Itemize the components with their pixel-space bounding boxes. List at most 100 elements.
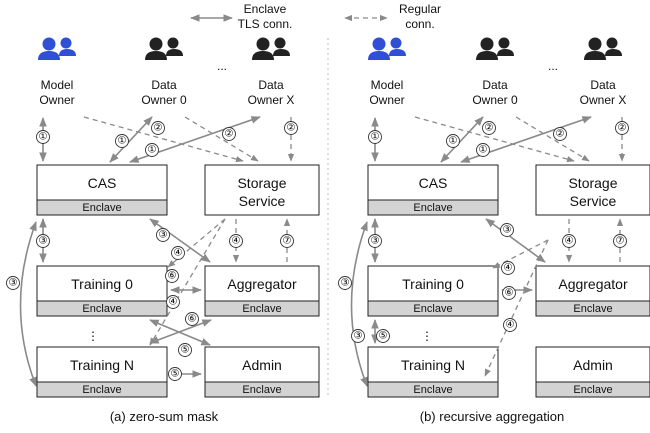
data-owner-0-icon <box>145 37 183 60</box>
step-label: ① <box>148 145 157 156</box>
step-label: ④ <box>506 320 515 331</box>
admin-box: Admin Enclave <box>535 346 650 398</box>
step-label: ③ <box>39 236 48 247</box>
owners-ellipsis: ... <box>548 59 558 73</box>
arrow-storage-training-n <box>149 218 226 346</box>
data-owner-0-label-1: Data <box>151 78 177 92</box>
step-label: ③ <box>371 236 380 247</box>
panel-recursive-aggregation: ... Model Owner Data Owner 0 Data Owner … <box>338 37 650 424</box>
step-label: ① <box>39 132 48 143</box>
owners-ellipsis: ... <box>217 59 227 73</box>
data-owner-x-label-1: Data <box>258 78 284 92</box>
storage-service-box: Storage Service <box>535 164 650 216</box>
aggregator-box: Aggregator Enclave <box>535 265 650 317</box>
admin-enclave-label: Enclave <box>242 384 281 396</box>
step-label: ⑤ <box>379 331 388 342</box>
model-owner-label-1: Model <box>41 78 74 92</box>
step-label: ① <box>479 145 488 156</box>
storage-label-1: Storage <box>568 175 617 191</box>
arrow-storage-training-n <box>484 239 549 377</box>
arrow-storage-training-0 <box>492 239 549 269</box>
training-0-label: Training 0 <box>402 276 464 292</box>
panel-b-caption: (b) recursive aggregation <box>420 409 565 424</box>
admin-label: Admin <box>573 357 613 373</box>
aggregator-label: Aggregator <box>558 276 628 292</box>
step-label: ② <box>225 129 234 140</box>
training-n-box: Training N Enclave <box>36 346 168 398</box>
panel-a-caption: (a) zero-sum mask <box>110 409 219 424</box>
cas-enclave-label: Enclave <box>82 202 121 214</box>
arrow-cas-training-n <box>19 221 37 387</box>
step-label: ④ <box>232 236 241 247</box>
step-label: ① <box>449 136 458 147</box>
cas-enclave-label: Enclave <box>413 202 452 214</box>
trainings-vertical-ellipsis: ⋮ <box>87 329 99 343</box>
step-label: ③ <box>341 278 350 289</box>
step-label: ③ <box>9 278 18 289</box>
aggregator-enclave-label: Enclave <box>573 303 612 315</box>
panel-zero-sum-mask: ... Model Owner Data Owner 0 Data Owner … <box>6 37 320 424</box>
step-label: ② <box>287 123 296 134</box>
training-0-box: Training 0 Enclave <box>367 265 499 317</box>
model-owner-label-1: Model <box>371 78 404 92</box>
step-label: ⑥ <box>168 271 177 282</box>
storage-label-2: Service <box>239 193 286 209</box>
aggregator-label: Aggregator <box>227 276 297 292</box>
data-owner-x-label-2: Owner X <box>248 93 295 107</box>
storage-service-box: Storage Service <box>204 164 320 216</box>
step-label: ① <box>118 136 127 147</box>
legend-regular-label-1: Regular <box>399 2 441 16</box>
step-label: ④ <box>174 248 183 259</box>
step-label: ② <box>154 123 163 134</box>
step-label: ① <box>371 132 380 143</box>
cas-box: CAS Enclave <box>367 164 499 216</box>
storage-label-1: Storage <box>237 175 286 191</box>
data-owner-x-icon <box>252 37 290 60</box>
connection-arrows <box>19 116 295 387</box>
legend-tls-label-2: TLS conn. <box>238 17 293 31</box>
step-label: ③ <box>354 331 363 342</box>
connection-arrows <box>350 116 626 387</box>
storage-label-2: Service <box>570 193 617 209</box>
step-label: ③ <box>159 230 168 241</box>
training-n-label: Training N <box>70 357 134 373</box>
training-0-box: Training 0 Enclave <box>36 265 168 317</box>
training-n-box: Training N Enclave <box>367 346 499 398</box>
trainings-vertical-ellipsis: ⋮ <box>421 329 433 343</box>
cas-label: CAS <box>419 175 448 191</box>
admin-box: Admin Enclave <box>204 346 320 398</box>
step-label: ④ <box>169 297 178 308</box>
legend-tls-label-1: Enclave <box>244 2 287 16</box>
data-owner-x-label-1: Data <box>590 78 616 92</box>
aggregator-enclave-label: Enclave <box>242 303 281 315</box>
data-owner-0-label-1: Data <box>482 78 508 92</box>
training-n-enclave-label: Enclave <box>413 384 452 396</box>
training-0-enclave-label: Enclave <box>413 303 452 315</box>
legend: Enclave TLS conn. Regular conn. <box>190 2 441 31</box>
model-owner-icon <box>368 37 406 60</box>
step-numbers: ① ① ① ② ② ② ③ ③ ③ ③ ④ ④ ④ ⑤ ⑥ ⑦ <box>338 121 629 343</box>
arrow-cas-training-n <box>350 221 368 387</box>
arrow-model-owner-storage <box>414 116 575 163</box>
step-label: ⑦ <box>283 236 292 247</box>
training-n-label: Training N <box>401 357 465 373</box>
step-label: ② <box>485 123 494 134</box>
data-owner-0-icon <box>476 37 514 60</box>
step-label: ⑥ <box>188 314 197 325</box>
training-n-enclave-label: Enclave <box>82 384 121 396</box>
step-label: ④ <box>565 236 574 247</box>
arrow-cas-aggregator <box>149 218 211 263</box>
admin-label: Admin <box>242 357 282 373</box>
cas-box: CAS Enclave <box>36 164 168 216</box>
step-label: ⑤ <box>181 345 190 356</box>
step-label: ③ <box>503 225 512 236</box>
data-owner-0-label-2: Owner 0 <box>472 93 518 107</box>
step-label: ⑤ <box>171 369 180 380</box>
arrow-storage-training-0 <box>167 218 226 268</box>
step-label: ② <box>618 123 627 134</box>
legend-regular-label-2: conn. <box>405 17 434 31</box>
training-0-label: Training 0 <box>71 276 133 292</box>
cas-label: CAS <box>88 175 117 191</box>
arrow-cas-aggregator <box>485 218 546 263</box>
